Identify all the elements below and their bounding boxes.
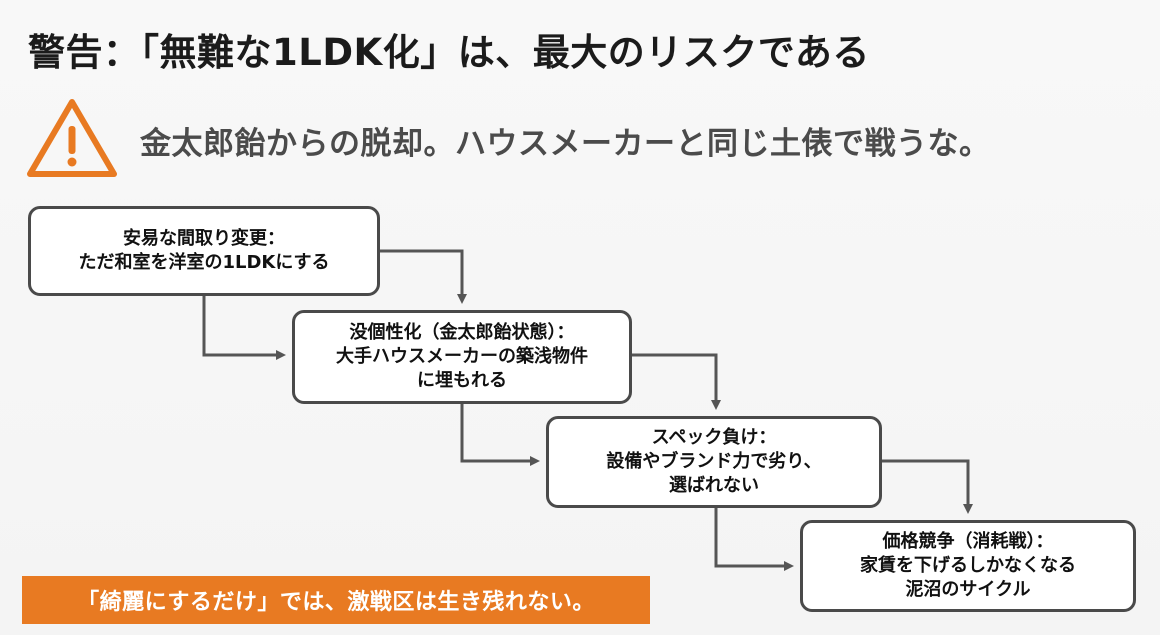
flow-step-1-line-1: 安易な間取り変更： [123,228,285,249]
flow-step-1-line-2: ただ和室を洋室の1LDKにする [78,252,330,273]
flow-step-3-line-3: 選ばれない [669,475,759,496]
flow-step-2-line-1: 没個性化（金太郎飴状態）： [349,322,575,343]
flow-step-3-line-1: スペック負け： [651,427,777,448]
arrow-1-left [202,296,286,360]
flow-step-3-line-2: 設備やブランド力で劣り、 [606,451,822,472]
flow-step-2-line-2: 大手ハウスメーカーの築浅物件 [336,346,588,367]
page-title: 警告：「無難な1LDK化」は、最大のリスクである [28,31,870,74]
flow-step-4-line-3: 泥沼のサイクル [905,579,1031,600]
warning-triangle-icon [27,99,117,177]
flow-step-2-line-3: に埋もれる [417,370,507,391]
arrow-1-right [380,249,467,304]
flow-step-4-line-2: 家賃を下げるしかなくなる [860,555,1076,576]
arrow-3-right [882,459,973,514]
subtitle: 金太郎飴からの脱却。ハウスメーカーと同じ土俵で戦うな。 [140,126,991,162]
flow-step-3: スペック負け： 設備やブランド力で劣り、 選ばれない [546,416,882,508]
conclusion-banner: 「綺麗にするだけ」では、激戦区は生き残れない。 [22,576,650,624]
arrow-2-left [460,404,540,466]
flow-step-1: 安易な間取り変更： ただ和室を洋室の1LDKにする [28,206,380,296]
flow-step-4: 価格競争（消耗戦）： 家賃を下げるしかなくなる 泥沼のサイクル [800,520,1136,612]
arrow-3-left [714,508,794,571]
flow-step-4-line-1: 価格競争（消耗戦）： [882,531,1054,552]
flow-step-2: 没個性化（金太郎飴状態）： 大手ハウスメーカーの築浅物件 に埋もれる [292,310,632,404]
arrow-2-right [632,353,721,410]
